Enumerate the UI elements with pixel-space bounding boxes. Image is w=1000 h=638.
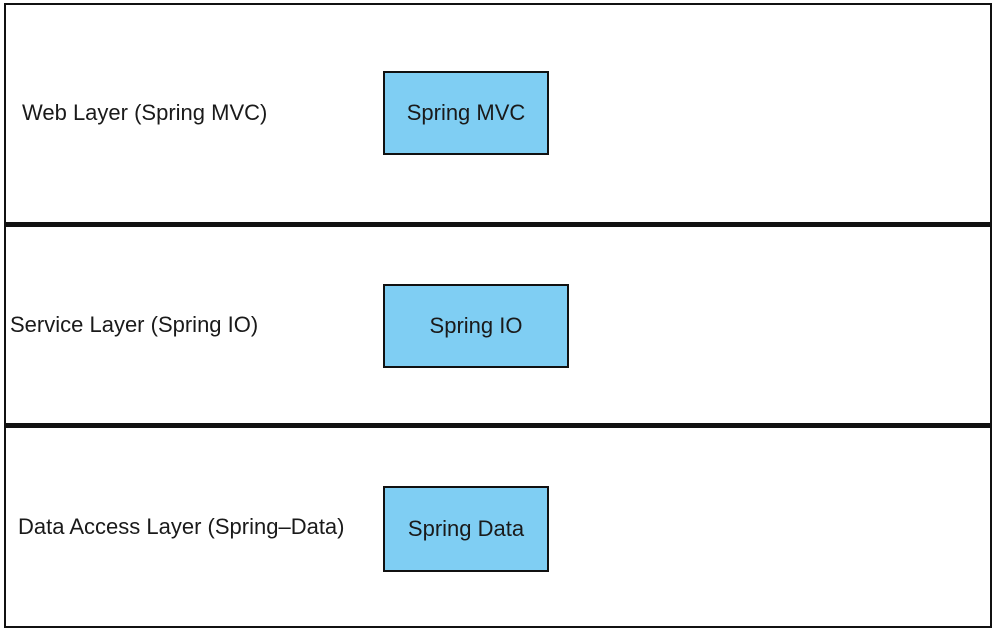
box-spring-io: Spring IO	[383, 284, 569, 368]
box-spring-data: Spring Data	[383, 486, 549, 572]
layer-label-web: Web Layer (Spring MVC)	[22, 100, 268, 126]
layer-row-service: Service Layer (Spring IO) Spring IO	[6, 227, 990, 423]
layer-row-data-access: Data Access Layer (Spring–Data) Spring D…	[6, 428, 990, 627]
layer-label-service: Service Layer (Spring IO)	[10, 311, 259, 337]
layer-divider-1	[4, 222, 992, 227]
diagram-outer-border	[4, 3, 992, 628]
layer-divider-2	[4, 423, 992, 428]
layer-row-web: Web Layer (Spring MVC) Spring MVC	[6, 5, 990, 222]
box-spring-mvc: Spring MVC	[383, 71, 549, 155]
layer-label-data-access: Data Access Layer (Spring–Data)	[18, 514, 345, 540]
